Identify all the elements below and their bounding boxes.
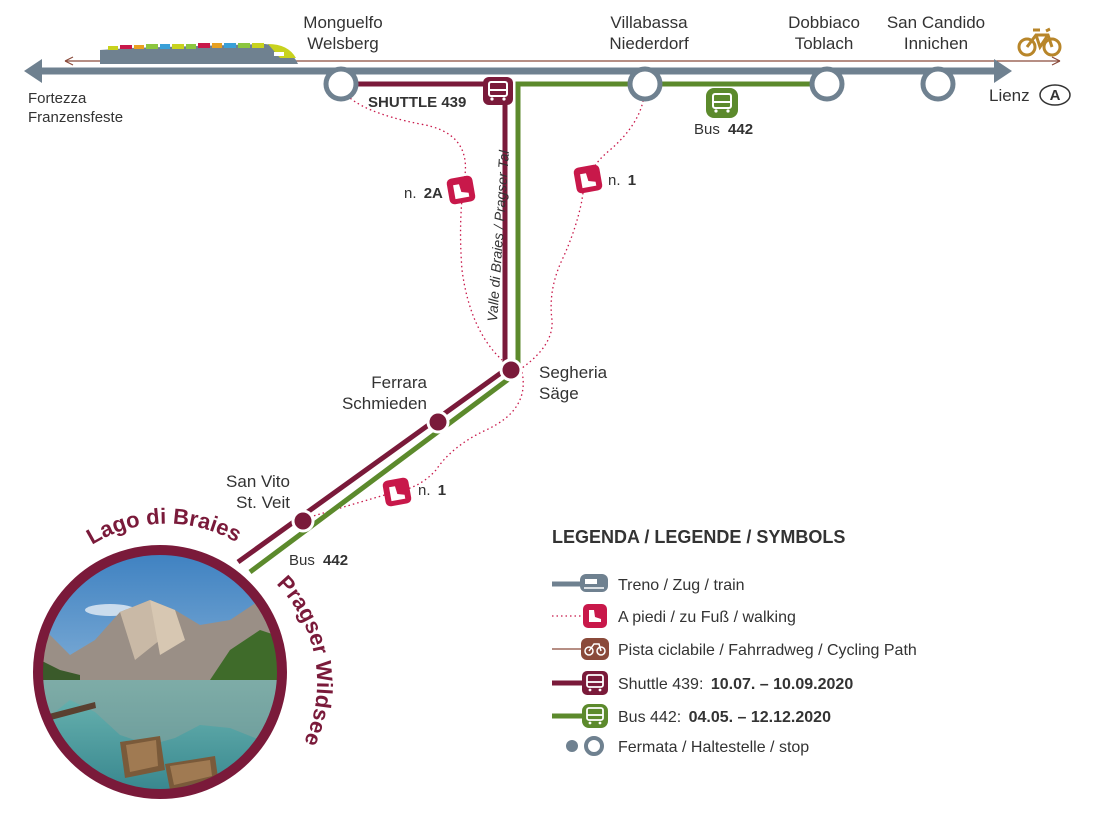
legend: LEGENDA / LEGENDE / SYMBOLS Treno / Zug …: [552, 527, 917, 756]
stop-villabassa: [627, 66, 663, 102]
train-arrow-west: [24, 59, 42, 83]
bus-top-label: Bus 442: [694, 121, 753, 138]
station-villabassa-de: Niederdorf: [609, 34, 689, 53]
walking-path-2a: [343, 91, 503, 361]
legend-train: Treno / Zug / train: [618, 577, 745, 594]
station-dobbiaco-de: Toblach: [795, 34, 854, 53]
stop-monguelfo: [323, 66, 359, 102]
legend-walking-icon: [583, 604, 607, 628]
legend-walking: A piedi / zu Fuß / walking: [618, 609, 796, 626]
valley-label: Valle di Braies / Pragser Tal: [484, 149, 512, 322]
legend-bus: Bus 442: 04.05. – 12.12.2020: [618, 709, 831, 726]
country-badge-text: A: [1050, 87, 1061, 104]
station-san-candido-it: San Candido: [887, 13, 985, 32]
legend-shuttle-dates: 10.07. – 10.09.2020: [711, 676, 853, 693]
bus-top-prefix: Bus: [694, 121, 720, 138]
bus-top-number: 442: [728, 121, 753, 138]
legend-title: LEGENDA / LEGENDE / SYMBOLS: [552, 527, 845, 547]
walking-2a-prefix: n.: [404, 185, 417, 202]
legend-cycling: Pista ciclabile / Fahrradweg / Cycling P…: [618, 642, 917, 659]
bus-bottom-number: 442: [323, 552, 348, 569]
walking-icon-2a: [446, 175, 476, 205]
walking-1-bottom-number: 1: [438, 482, 446, 499]
stop-san-candido: [920, 66, 956, 102]
stop-segheria: [499, 358, 523, 382]
stop-san-vito: [291, 509, 315, 533]
end-west-it: Fortezza: [28, 90, 87, 107]
bus-442-icon: [706, 88, 738, 118]
end-east: Lienz: [989, 86, 1030, 105]
station-monguelfo-it: Monguelfo: [303, 13, 382, 32]
stop-ferrara: [426, 410, 450, 434]
cycling-arrow-west: [64, 56, 74, 66]
country-badge: A: [1039, 84, 1071, 106]
shuttle-label: SHUTTLE 439: [368, 94, 466, 111]
legend-shuttle-icon: [582, 671, 608, 695]
bicycle-icon: [1017, 27, 1062, 57]
walking-path-1-bottom: [299, 371, 524, 521]
stop-segheria-de: Säge: [539, 384, 579, 403]
stop-san-vito-de: St. Veit: [236, 493, 290, 512]
walking-1-top-prefix: n.: [608, 172, 621, 189]
train-icon: [100, 43, 298, 64]
station-dobbiaco-it: Dobbiaco: [788, 13, 860, 32]
walking-2a-number: 2A: [424, 185, 443, 202]
lake-name-it-path: Lago di Braies: [82, 504, 246, 550]
walking-path-1-top: [521, 95, 645, 369]
stop-dobbiaco: [809, 66, 845, 102]
legend-shuttle-name: Shuttle 439:: [618, 676, 703, 693]
stop-segheria-it: Segheria: [539, 363, 608, 382]
walking-1-top-number: 1: [628, 172, 636, 189]
walking-1-bottom-prefix: n.: [418, 482, 431, 499]
legend-shuttle: Shuttle 439: 10.07. – 10.09.2020: [618, 676, 853, 693]
walking-icon-1-top: [573, 164, 603, 194]
bus-442-line: [248, 81, 810, 575]
walking-label-2a: n. 2A: [404, 185, 443, 202]
stop-ferrara-de: Schmieden: [342, 394, 427, 413]
legend-stop-ring-icon: [584, 736, 604, 756]
legend-train-icon: [580, 574, 608, 592]
station-san-candido-de: Innichen: [904, 34, 968, 53]
walking-label-1-bottom: n. 1: [418, 482, 446, 499]
end-west-de: Franzensfeste: [28, 109, 123, 126]
lake-name-it: Lago di Braies: [82, 504, 246, 550]
legend-stop-filled-icon: [566, 740, 578, 752]
walking-icon-1-bottom: [382, 477, 412, 507]
lake-photo: [33, 545, 287, 799]
cycling-arrow-east: [1051, 56, 1061, 66]
shuttle-439-line: [236, 81, 508, 565]
stop-san-vito-it: San Vito: [226, 472, 290, 491]
shuttle-bus-icon: [483, 77, 513, 105]
station-villabassa-it: Villabassa: [610, 13, 688, 32]
legend-bus-dates: 04.05. – 12.12.2020: [689, 709, 831, 726]
legend-cycling-icon: [581, 638, 609, 660]
bus-bottom-label: Bus 442: [289, 552, 348, 569]
legend-stop: Fermata / Haltestelle / stop: [618, 739, 809, 756]
walking-label-1-top: n. 1: [608, 172, 636, 189]
train-arrow-east: [994, 59, 1012, 83]
station-monguelfo-de: Welsberg: [307, 34, 379, 53]
legend-bus-icon: [582, 704, 608, 728]
legend-bus-name: Bus 442:: [618, 709, 681, 726]
bus-bottom-prefix: Bus: [289, 552, 315, 569]
stop-ferrara-it: Ferrara: [371, 373, 427, 392]
